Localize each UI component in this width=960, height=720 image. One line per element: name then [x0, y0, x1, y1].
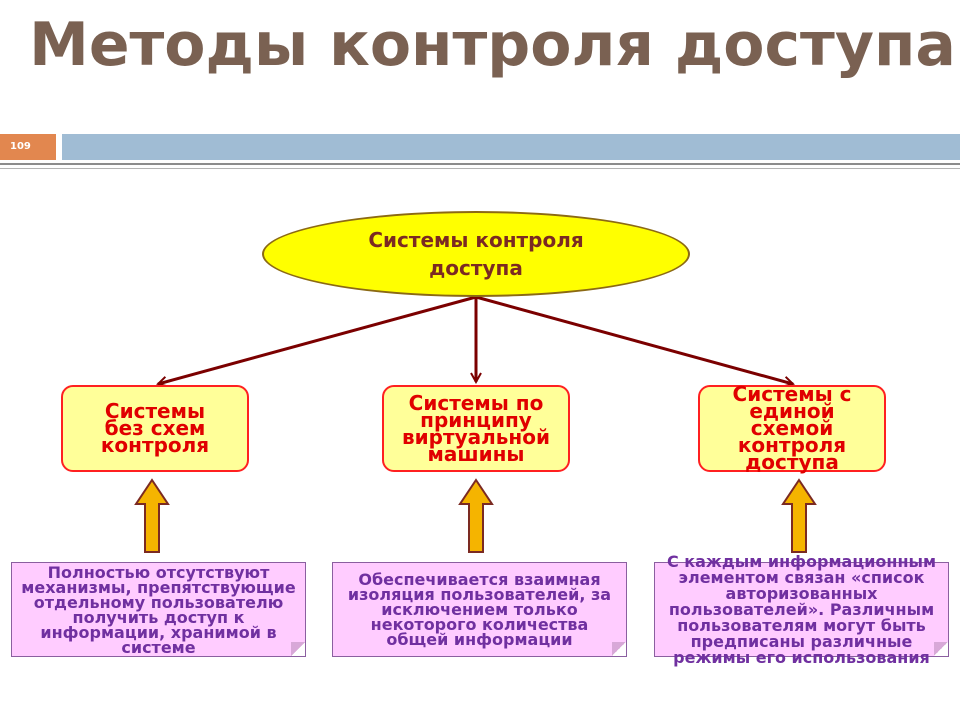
connector-left	[158, 295, 477, 384]
slide-number: 109	[0, 134, 56, 160]
category-label: Системы по принципу виртуальной машины	[402, 390, 550, 466]
category-box-virtual-machine: Системы по принципу виртуальной машины	[382, 385, 570, 472]
header-divider-thin	[0, 168, 960, 169]
description-text: Полностью отсутствуют механизмы, препятс…	[21, 562, 296, 657]
note-fold	[612, 642, 626, 656]
note-fold	[934, 642, 948, 656]
category-label: Системы без схем контроля	[100, 399, 210, 457]
category-label: Системы с единой схемой контроля доступа	[732, 382, 852, 474]
description-note-unified-control: С каждым информационным элементом связан…	[654, 553, 949, 665]
root-node: Системы контроля доступа	[262, 211, 690, 297]
description-note-virtual-machine: Обеспечивается взаимная изоляция пользов…	[332, 562, 627, 657]
category-box-unified-control: Системы с единой схемой контроля доступа	[698, 382, 886, 474]
description-text: Обеспечивается взаимная изоляция пользов…	[347, 570, 612, 649]
slide-title: Методы контроля доступа	[29, 10, 956, 80]
up-arrow-icon	[781, 478, 817, 553]
connector-right	[475, 295, 793, 384]
up-arrow-icon	[458, 478, 494, 553]
header-band	[62, 134, 960, 160]
up-arrow-icon	[134, 478, 170, 553]
description-text: С каждым информационным элементом связан…	[666, 551, 937, 667]
description-note-no-control: Полностью отсутствуют механизмы, препятс…	[11, 562, 306, 657]
header-divider	[0, 163, 960, 165]
root-node-label: Системы контроля доступа	[368, 228, 584, 280]
note-fold	[291, 642, 305, 656]
category-box-no-control: Системы без схем контроля	[61, 385, 249, 472]
